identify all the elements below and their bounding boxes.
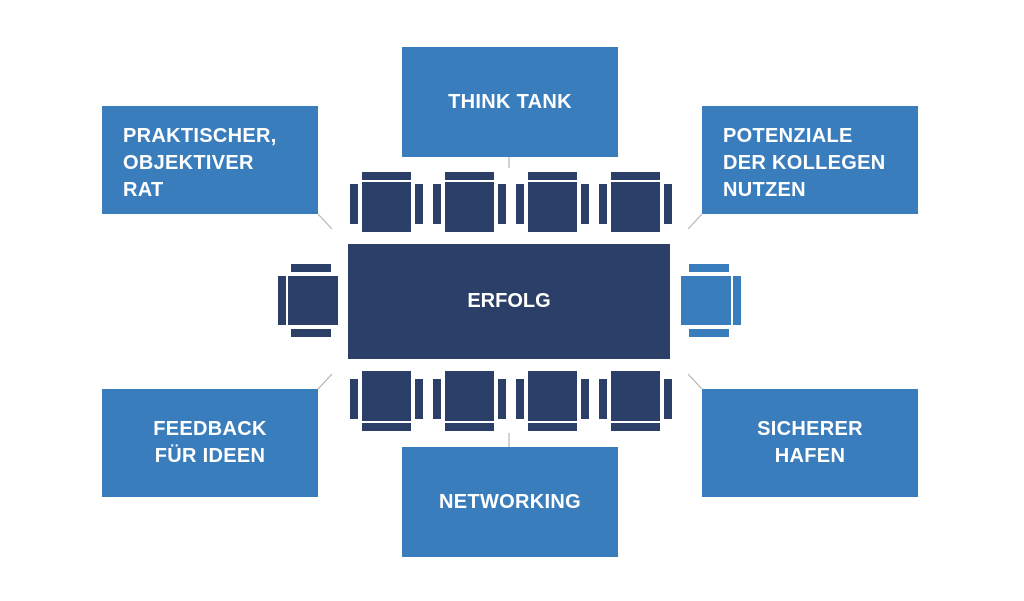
box-sicherer-hafen: SICHERER HAFEN [702, 389, 918, 497]
box-think-tank-label: THINK TANK [448, 90, 572, 113]
chair-left-end [276, 262, 340, 339]
chair-bottom-1 [348, 369, 425, 433]
box-networking: NETWORKING [402, 447, 618, 557]
connector-top-left [317, 213, 333, 230]
box-sicherer-hafen-label: SICHERER HAFEN [757, 418, 863, 467]
connector-lines [317, 157, 703, 447]
chair-top-1 [348, 170, 425, 234]
connector-top-right [687, 213, 703, 230]
chair-right-end [679, 262, 743, 339]
center-label: ERFOLG [467, 290, 551, 312]
chair-top-2 [431, 170, 508, 234]
box-think-tank: THINK TANK [402, 47, 618, 157]
box-potenziale-label: POTENZIALE DER KOLLEGEN NUTZEN [723, 125, 886, 201]
box-praktischer-rat-label: PRAKTISCHER, OBJEKTIVER RAT [123, 125, 277, 201]
chair-bottom-2 [431, 369, 508, 433]
chair-bottom-3 [514, 369, 591, 433]
box-feedback-label: FEEDBACK FÜR IDEEN [153, 418, 267, 467]
box-feedback: FEEDBACK FÜR IDEEN [102, 389, 318, 497]
chair-bottom-4 [597, 369, 674, 433]
connector-bottom-left [317, 373, 333, 390]
box-praktischer-rat: PRAKTISCHER, OBJEKTIVER RAT [102, 106, 318, 214]
chair-top-3 [514, 170, 591, 234]
chair-top-4 [597, 170, 674, 234]
box-networking-label: NETWORKING [439, 490, 581, 513]
connector-bottom-right [687, 373, 703, 390]
box-potenziale: POTENZIALE DER KOLLEGEN NUTZEN [702, 106, 918, 214]
conference-table: ERFOLG [348, 244, 670, 359]
